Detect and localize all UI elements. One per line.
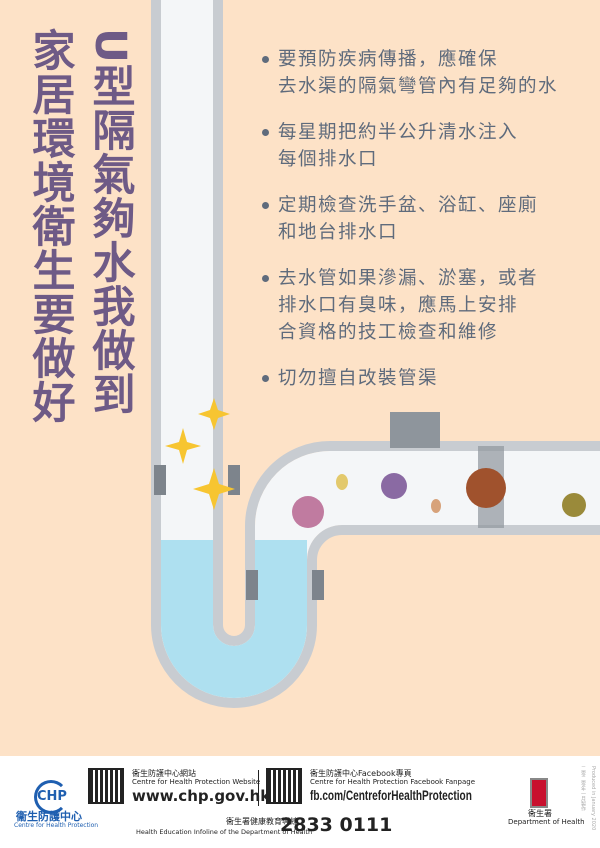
- tip-item: 要預防疾病傳播，應確保去水渠的隔氣彎管內有足夠的水: [258, 46, 558, 100]
- bullet-icon: [262, 56, 269, 63]
- water: [161, 540, 307, 698]
- web-label-en: Centre for Health Protection Website: [132, 778, 261, 786]
- website-qr-code[interactable]: [88, 768, 124, 804]
- doh-name-en: Department of Health: [508, 818, 585, 826]
- bullet-icon: [262, 202, 269, 209]
- doh-logo: [530, 778, 548, 808]
- chp-name-zh: 衞生防護中心: [16, 810, 82, 823]
- bullet-icon: [262, 275, 269, 282]
- u-trap-pipe-illustration: [151, 0, 600, 708]
- tip-line: 排水口有臭味，應馬上安排: [278, 295, 519, 316]
- tip-item: 切勿擅自改裝管渠: [258, 365, 558, 392]
- tip-line: 切勿擅自改裝管渠: [278, 368, 439, 389]
- footer: CHP 衞生防護中心 Centre for Health Protection …: [0, 756, 600, 848]
- infoline-number: 2833 0111: [280, 814, 393, 836]
- tip-line: 每星期把約半公升清水注入: [278, 122, 519, 143]
- divider: [258, 770, 259, 806]
- pipe-outer: [151, 0, 600, 708]
- facebook-link[interactable]: fb.com/CentreforHealthProtection: [310, 787, 472, 803]
- fb-label-en: Centre for Health Protection Facebook Fa…: [310, 778, 476, 786]
- facebook-qr-code[interactable]: [266, 768, 302, 804]
- bullet-icon: [262, 375, 269, 382]
- produced-date-zh: 二零二零年一月製作: [580, 766, 586, 811]
- tip-line: 定期檢查洗手盆、浴缸、座廁: [278, 195, 539, 216]
- infoline-label-zh: 衞生署健康教育專線: [226, 817, 298, 826]
- tip-line: 去水渠的隔氣彎管內有足夠的水: [278, 76, 559, 97]
- tip-item: 去水管如果滲漏、淤塞，或者排水口有臭味，應馬上安排合資格的技工檢查和維修: [258, 265, 558, 346]
- website-link[interactable]: www.chp.gov.hk: [132, 787, 271, 805]
- infoline-label-en: Health Education Infoline of the Departm…: [136, 828, 313, 836]
- tip-line: 和地台排水口: [278, 222, 399, 243]
- fb-label-zh: 衞生防護中心Facebook專頁: [310, 769, 412, 778]
- bullet-icon: [262, 129, 269, 136]
- tip-line: 去水管如果滲漏、淤塞，或者: [278, 268, 539, 289]
- chp-logo: CHP: [34, 780, 68, 814]
- tip-line: 要預防疾病傳播，應確保: [278, 49, 499, 70]
- doh-name-zh: 衞生署: [528, 809, 552, 818]
- tips-list: 要預防疾病傳播，應確保去水渠的隔氣彎管內有足夠的水每星期把約半公升清水注入每個排…: [258, 46, 558, 411]
- tip-item: 定期檢查洗手盆、浴缸、座廁和地台排水口: [258, 192, 558, 246]
- chp-name-en: Centre for Health Protection: [14, 822, 99, 829]
- tip-line: 每個排水口: [278, 149, 379, 170]
- title-right-column: U型隔氣夠水我做到: [85, 28, 135, 416]
- germ-icons: [292, 468, 586, 528]
- produced-date-en: Produced in January 2020: [590, 766, 596, 831]
- sparkle-icons: [165, 398, 235, 510]
- tip-item: 每星期把約半公升清水注入每個排水口: [258, 119, 558, 173]
- title-left-column: 家居環境衛生要做好: [25, 28, 75, 424]
- web-label-zh: 衞生防護中心網站: [132, 769, 196, 778]
- tip-line: 合資格的技工檢查和維修: [278, 322, 499, 343]
